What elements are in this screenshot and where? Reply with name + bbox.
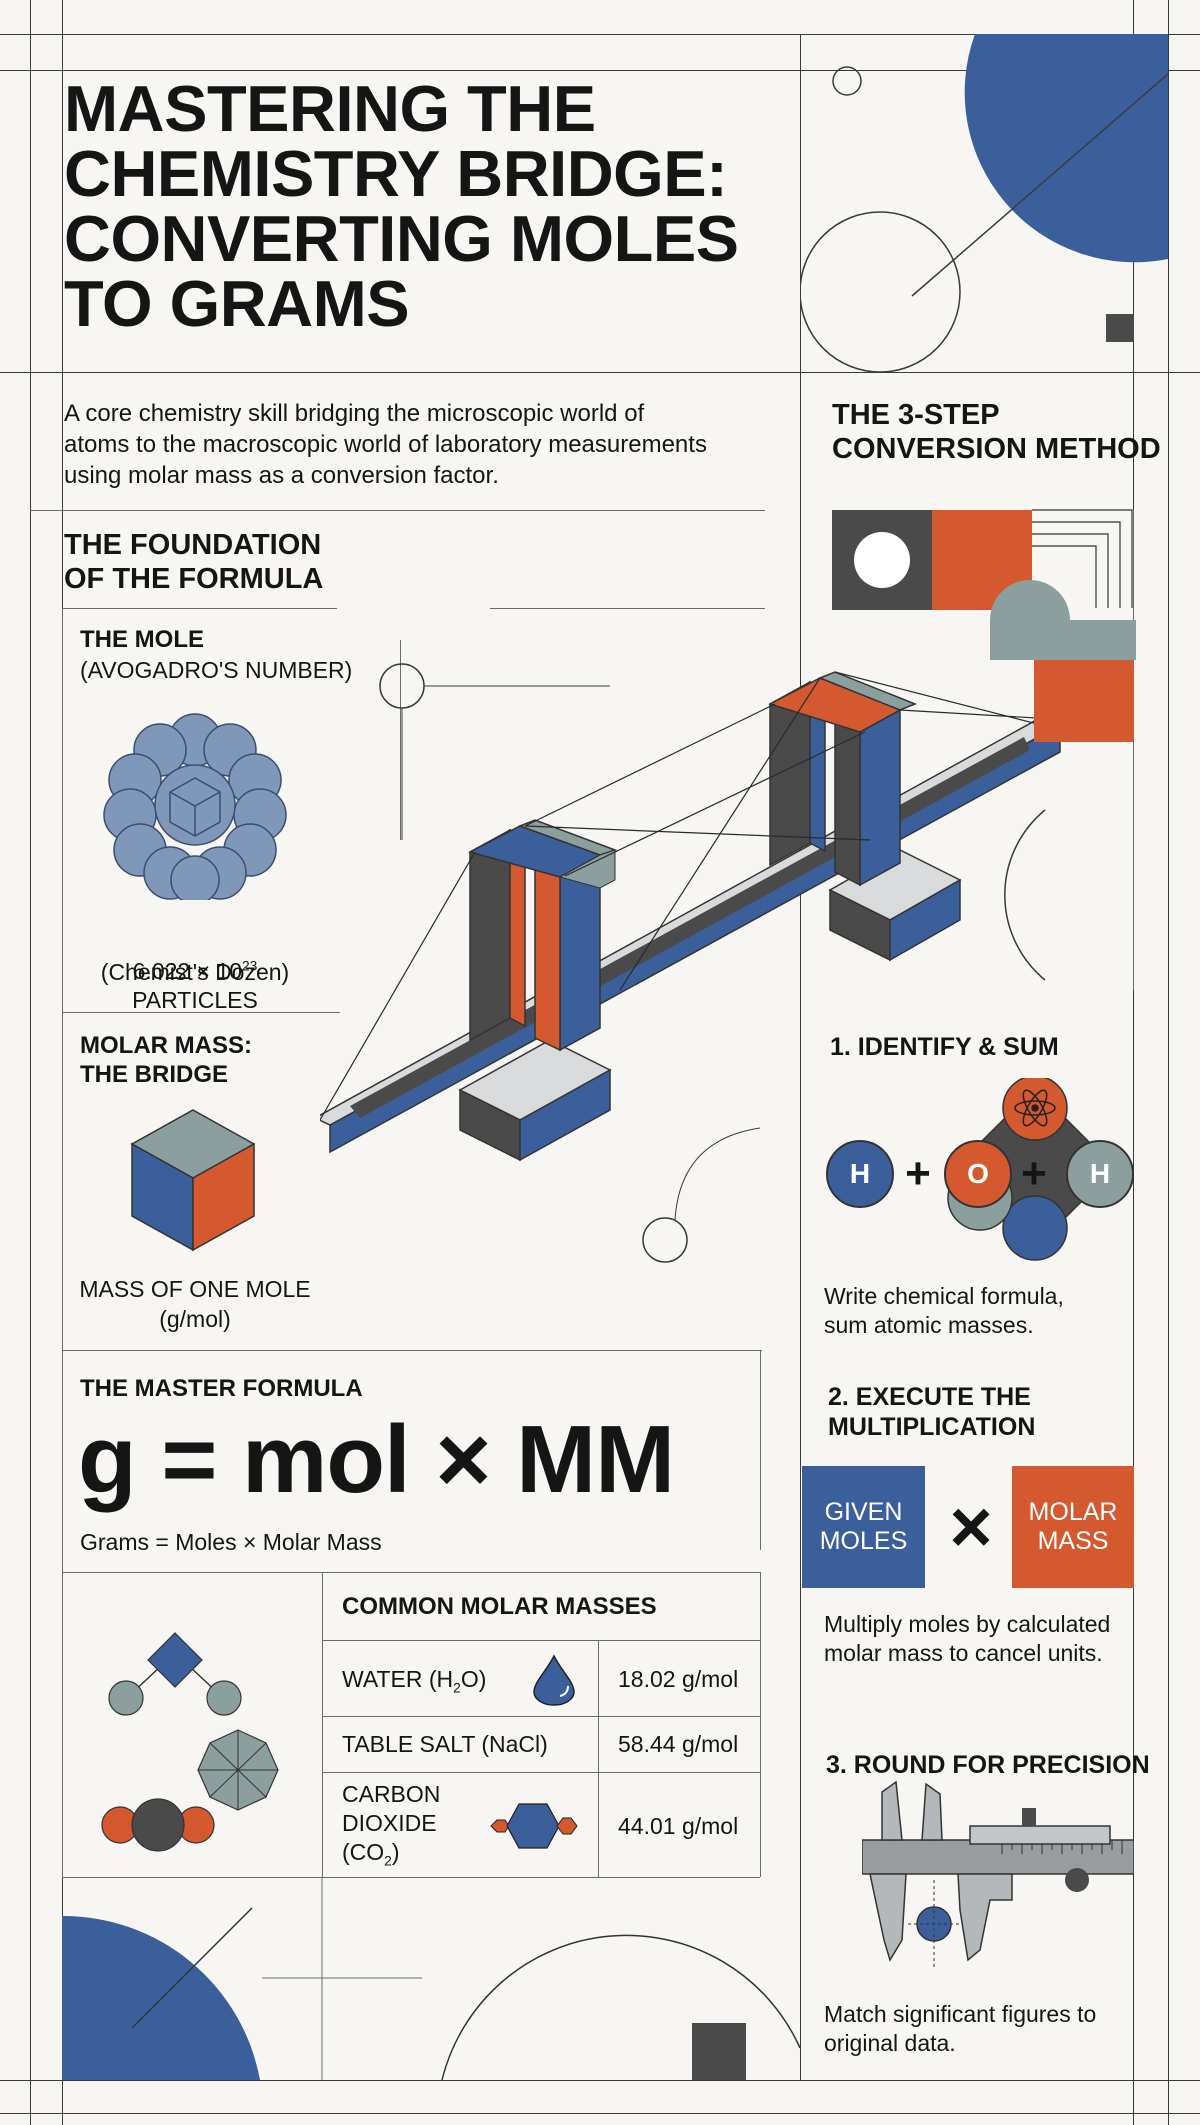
- table-row-co2-name: CARBON DIOXIDE (CO2): [342, 1780, 440, 1869]
- particles-unit: PARTICLES: [132, 986, 258, 1013]
- table-row-salt-value: 58.44 g/mol: [618, 1731, 739, 1757]
- particles-value: 6.022 × 10: [132, 957, 242, 984]
- atom-icon: [1014, 1089, 1056, 1127]
- step1-description: Write chemical formula, sum atomic masse…: [824, 1283, 1064, 1338]
- mole-particle-cluster-icon: [103, 713, 287, 900]
- water-drop-icon: [533, 1654, 575, 1706]
- row-co2-name: CARBON DIOXIDE (CO: [342, 1781, 441, 1865]
- molar-mass-title: Molar Mass: The Bridge: [80, 1032, 252, 1088]
- master-formula-heading: The Master Formula: [80, 1375, 363, 1402]
- step3-title: 3. Round for Precision: [826, 1751, 1150, 1779]
- atom-h-right: [1066, 1140, 1134, 1208]
- atom-h-left-label: H: [849, 1158, 871, 1189]
- molar-mass-caption-2: (g/mol): [159, 1306, 231, 1332]
- foundation-heading: The Foundation of the Formula: [64, 529, 324, 596]
- bottom-decoration: [62, 1878, 800, 2080]
- row-co2-tail: ): [391, 1838, 400, 1865]
- atom-o-label: O: [967, 1158, 989, 1189]
- plus-1: +: [905, 1149, 931, 1198]
- table-row-co2-value: 44.01 g/mol: [618, 1813, 739, 1839]
- table-row-salt-name: TABLE SALT (NaCl): [342, 1731, 548, 1757]
- row-water-sub: 2: [453, 1680, 461, 1696]
- intro-text: A core chemistry skill bridging the micr…: [64, 400, 707, 490]
- caliper-icon: [862, 1780, 1134, 1970]
- multiply-operator: ×: [949, 1485, 993, 1568]
- page-title: Mastering the Chemistry Bridge: Converti…: [64, 72, 739, 340]
- mole-particles: 6.022 × 1023 PARTICLES: [64, 928, 326, 1014]
- bridge-illustration: [320, 663, 1101, 1263]
- row-co2-sub: 2: [384, 1853, 392, 1869]
- molar-mass-cube-icon: [130, 1109, 256, 1252]
- mole-title: The Mole: [80, 626, 204, 653]
- mole-caption: (Chemist's Dozen): [100, 959, 290, 985]
- given-moles-label: GIVEN MOLES: [819, 1498, 908, 1555]
- table-heading: Common Molar Masses: [342, 1593, 657, 1620]
- mole-subtitle: (Avogadro's Number): [80, 657, 353, 683]
- table-row-water-name: WATER (H2O): [342, 1665, 486, 1697]
- given-moles-block: [802, 1466, 925, 1588]
- top-right-decoration: [800, 34, 1168, 373]
- steps-blocks-decoration: [832, 509, 1136, 742]
- co2-molecule-icon: [490, 1803, 578, 1849]
- atom-o: [944, 1140, 1012, 1208]
- step2-description: Multiply moles by calculated molar mass …: [824, 1611, 1111, 1666]
- row-water-name: WATER (H: [342, 1666, 454, 1692]
- step1-title: 1. Identify & Sum: [830, 1033, 1059, 1061]
- table-row-water-value: 18.02 g/mol: [618, 1666, 739, 1692]
- row-water-tail: O): [460, 1666, 487, 1692]
- molar-mass-caption-1: MASS OF ONE MOLE: [79, 1276, 311, 1302]
- step3-description: Match significant figures to original da…: [824, 2001, 1097, 2056]
- step1-molecule-diagram: [947, 1078, 1117, 1261]
- molecule-shapes-icon: [101, 1632, 279, 1852]
- master-formula: g = mol × MM: [78, 1406, 675, 1513]
- particles-exponent: 23: [242, 958, 258, 974]
- molar-mass-label: MOLAR MASS: [1028, 1498, 1118, 1555]
- molar-mass-block: [1012, 1466, 1134, 1588]
- steps-heading: The 3-Step Conversion Method: [832, 399, 1161, 466]
- atom-h-right-label: H: [1089, 1158, 1111, 1189]
- atom-h-left: [826, 1140, 894, 1208]
- step2-title: 2. Execute the Multiplication: [828, 1383, 1036, 1441]
- plus-2: +: [1021, 1149, 1047, 1198]
- master-formula-caption: Grams = Moles × Molar Mass: [80, 1529, 382, 1555]
